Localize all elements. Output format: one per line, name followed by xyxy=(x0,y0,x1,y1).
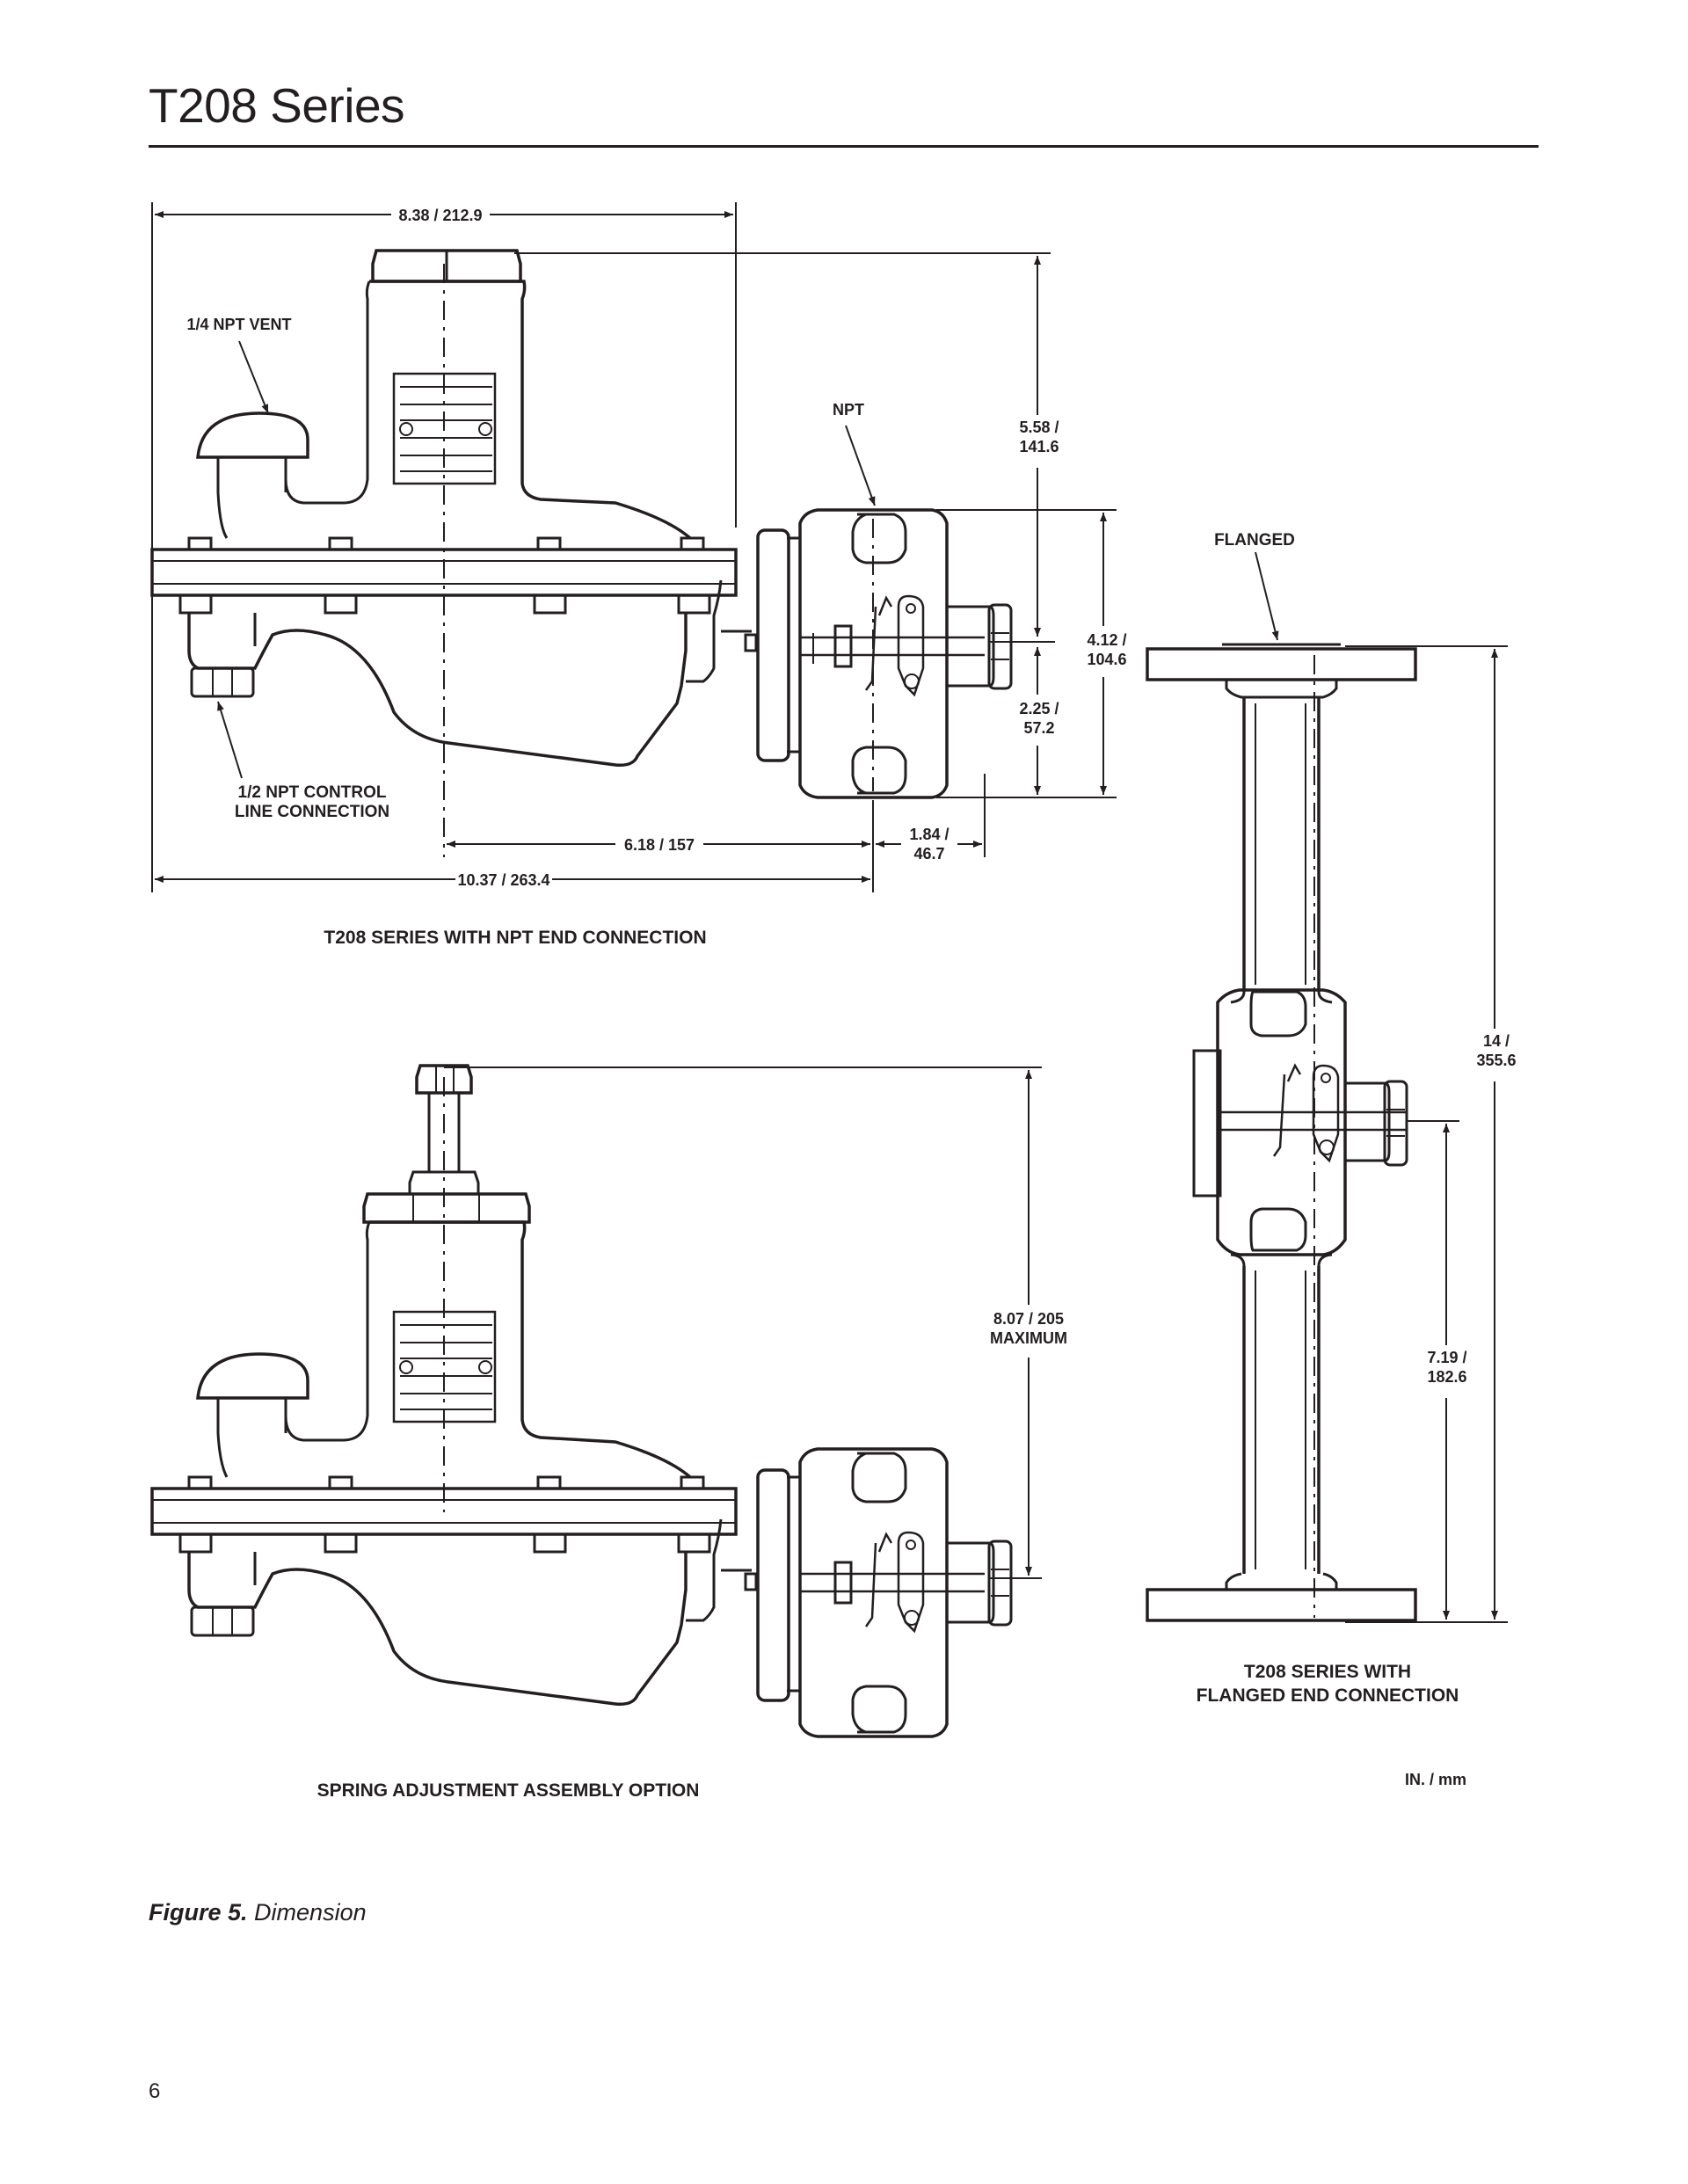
dim-flanged-overall-b: 355.6 xyxy=(1476,1052,1516,1069)
dim-npt-top-a: 5.58 / xyxy=(1019,419,1059,436)
dim-npt-body-a: 4.12 / xyxy=(1087,631,1126,649)
dim-npt-overall-height: 8.38 / 212.9 xyxy=(398,207,482,224)
label-control-line-b: LINE CONNECTION xyxy=(235,803,389,821)
dim-flanged-lower-b: 182.6 xyxy=(1427,1368,1466,1386)
dim-spring-height-a: 8.07 / 205 xyxy=(993,1310,1064,1328)
flanged-dimension-lines xyxy=(1443,649,1498,1620)
dim-npt-body-b: 104.6 xyxy=(1087,651,1126,668)
page-title: T208 Series xyxy=(149,78,405,133)
figure-text: Dimension xyxy=(254,1899,367,1926)
label-npt: NPT xyxy=(833,401,864,419)
view-title-flanged-a: T208 SERIES WITH xyxy=(1244,1662,1411,1682)
view-title-flanged-b: FLANGED END CONNECTION xyxy=(1197,1685,1459,1706)
dim-npt-end-a: 1.84 / xyxy=(909,826,949,843)
spring-adjustment-drawing xyxy=(150,1064,1042,1738)
label-flanged: FLANGED xyxy=(1214,531,1295,550)
label-control-line-a: 1/2 NPT CONTROL xyxy=(238,783,387,802)
label-vent: 1/4 NPT VENT xyxy=(186,316,291,333)
figure-caption: Figure 5. Dimension xyxy=(149,1899,367,1926)
view-title-npt: T208 SERIES WITH NPT END CONNECTION xyxy=(324,928,706,948)
page-number: 6 xyxy=(149,2079,161,2103)
dim-spring-height-b: MAXIMUM xyxy=(990,1329,1067,1347)
npt-dimension-lines xyxy=(155,211,1279,883)
view-title-spring: SPRING ADJUSTMENT ASSEMBLY OPTION xyxy=(317,1780,700,1801)
dim-npt-top-b: 141.6 xyxy=(1019,438,1059,455)
figure-label: Figure 5. xyxy=(149,1899,248,1926)
npt-regulator-drawing xyxy=(150,202,1117,892)
dim-flanged-lower-a: 7.19 / xyxy=(1427,1349,1466,1366)
dim-npt-lower-b: 57.2 xyxy=(1023,719,1054,737)
dim-flanged-overall-a: 14 / xyxy=(1483,1032,1510,1050)
dim-npt-center-to-end: 6.18 / 157 xyxy=(624,836,695,854)
dim-npt-lower-a: 2.25 / xyxy=(1019,700,1059,717)
header-rule xyxy=(149,145,1539,148)
dim-npt-end-b: 46.7 xyxy=(913,845,944,863)
flanged-regulator-drawing xyxy=(1146,643,1508,1623)
dim-npt-overall-width: 10.37 / 263.4 xyxy=(457,871,549,889)
units-label: IN. / mm xyxy=(1405,1771,1466,1788)
